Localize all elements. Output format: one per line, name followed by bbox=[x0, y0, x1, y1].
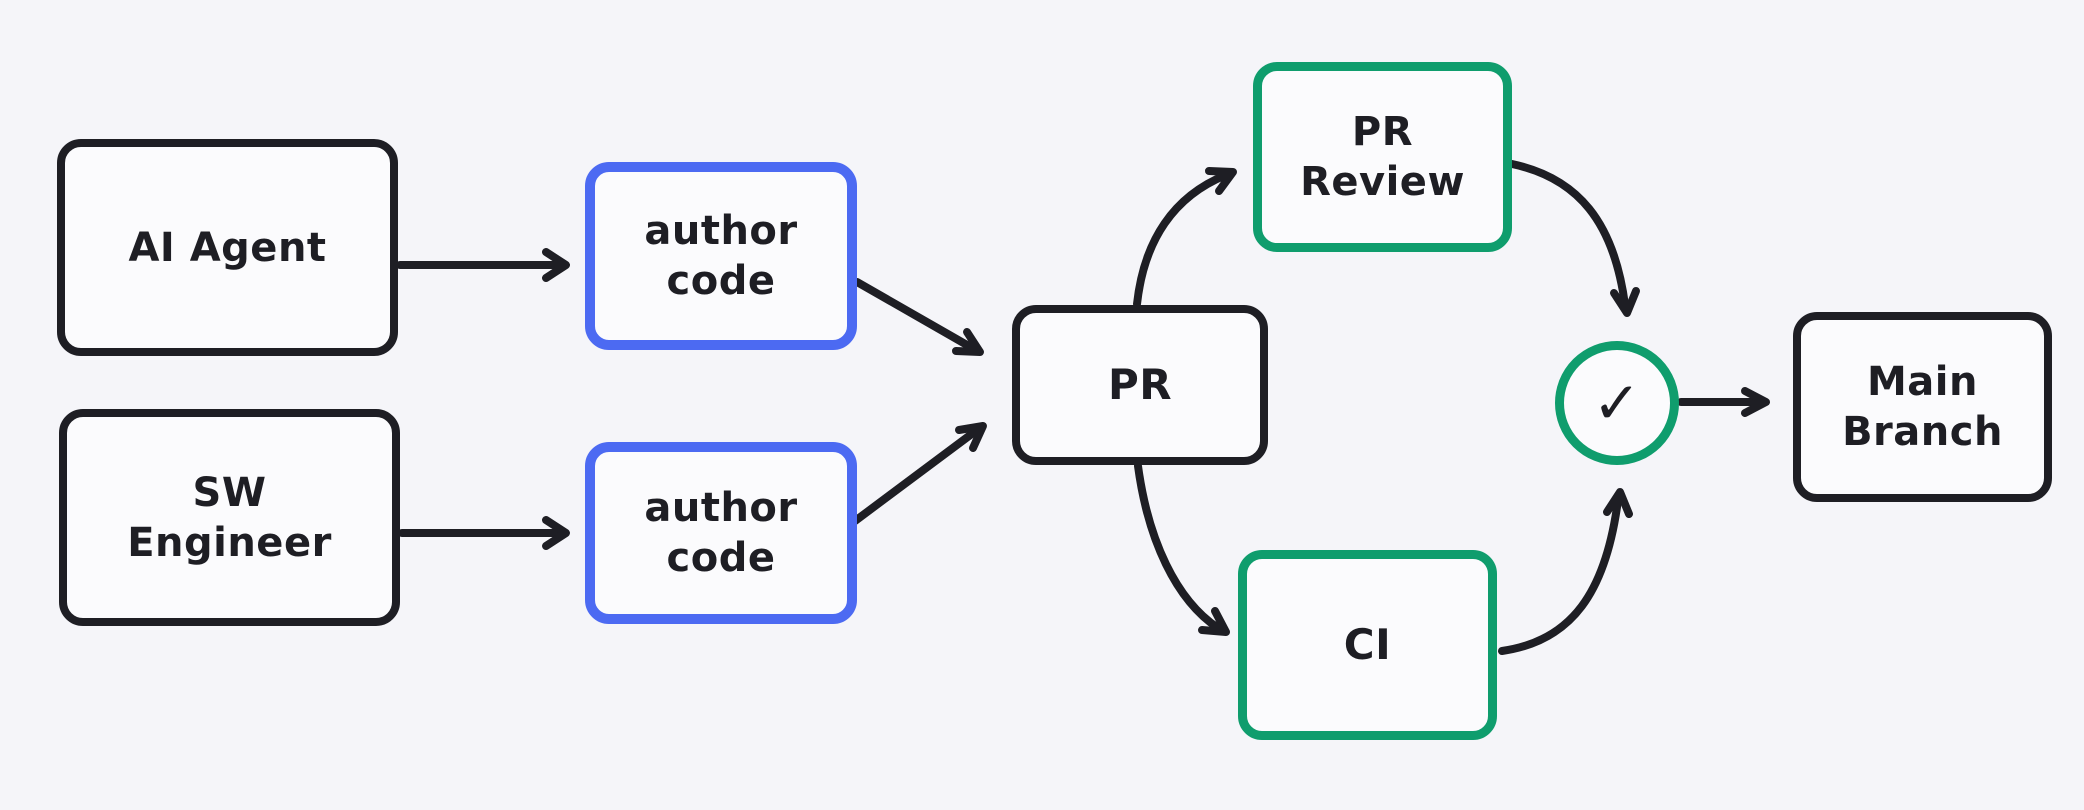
arrow-author-code-2-to-pr bbox=[851, 422, 987, 525]
node-ci-label: CI bbox=[1343, 619, 1392, 669]
node-main-branch: Main Branch bbox=[1793, 312, 2052, 502]
node-ai-agent-label: AI Agent bbox=[128, 224, 327, 271]
arrow-ci-to-check bbox=[1498, 488, 1633, 655]
node-pr-review: PR Review bbox=[1253, 62, 1512, 252]
arrow-sw-engineer-to-author-code-2 bbox=[398, 516, 570, 550]
arrow-pr-review-to-check bbox=[1508, 160, 1640, 317]
node-check-circle: ✓ bbox=[1555, 341, 1679, 465]
arrow-pr-to-pr-review bbox=[1133, 167, 1237, 308]
node-pr-review-label: PR Review bbox=[1300, 109, 1465, 205]
node-author-code-1-label: author code bbox=[644, 208, 798, 304]
node-pr: PR bbox=[1012, 305, 1268, 465]
node-ci: CI bbox=[1238, 550, 1497, 740]
arrow-check-to-main-branch bbox=[1677, 387, 1770, 417]
node-author-code-1: author code bbox=[585, 162, 857, 350]
arrow-pr-to-ci bbox=[1134, 462, 1230, 636]
node-sw-engineer: SW Engineer bbox=[59, 409, 400, 626]
node-pr-label: PR bbox=[1107, 359, 1173, 409]
arrow-author-code-1-to-pr bbox=[853, 278, 984, 356]
node-sw-engineer-label: SW Engineer bbox=[127, 469, 332, 566]
node-author-code-2: author code bbox=[585, 442, 857, 624]
node-author-code-2-label: author code bbox=[644, 485, 798, 581]
arrow-ai-agent-to-author-code-1 bbox=[396, 248, 570, 282]
node-main-branch-label: Main Branch bbox=[1842, 359, 2003, 455]
node-ai-agent: AI Agent bbox=[57, 139, 398, 356]
check-icon: ✓ bbox=[1592, 369, 1642, 437]
